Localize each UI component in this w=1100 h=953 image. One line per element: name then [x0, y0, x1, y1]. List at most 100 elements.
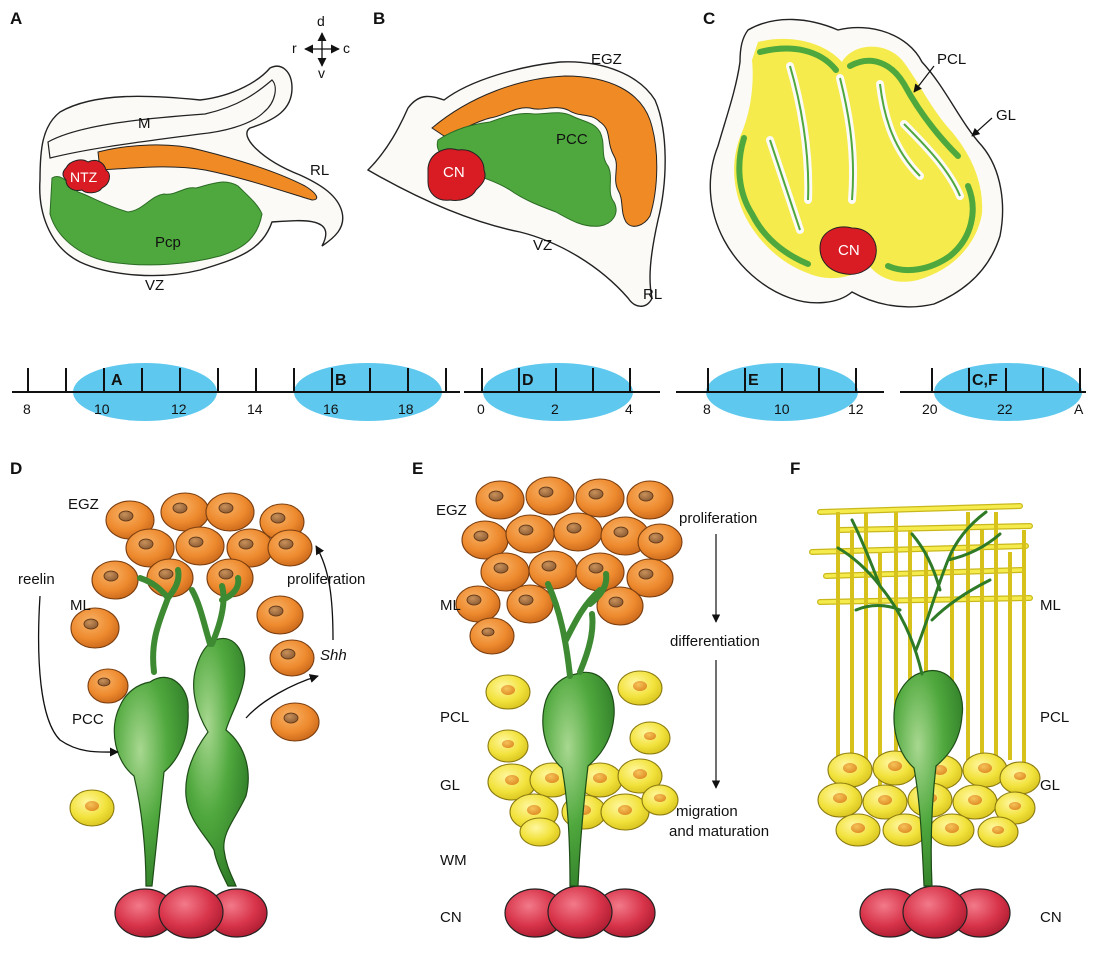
timeline-tick-label: 20: [922, 401, 938, 417]
panel-e-granule-cells: [485, 670, 679, 847]
panel-e-proliferation-label: proliferation: [679, 510, 758, 527]
timeline-tick-label: 8: [703, 401, 711, 417]
panel-e-egz-nuclei: [466, 486, 664, 637]
compass-ventral-label: v: [318, 65, 325, 81]
panel-d-egz-label: EGZ: [68, 496, 99, 513]
panel-e-egz-label: EGZ: [436, 502, 467, 519]
panel-f-cn-label: CN: [1040, 909, 1062, 926]
panel-a-section: [39, 65, 344, 277]
panel-d-proliferation-label: proliferation: [287, 571, 366, 588]
timeline-marker-e: E: [748, 372, 759, 389]
panel-b-pcc-green: [436, 112, 617, 227]
panel-d-shh-arrow: [245, 674, 319, 719]
panel-c-cn-red: [819, 226, 877, 275]
timeline-tick-label: 12: [171, 401, 187, 417]
panel-b-pcc-label: PCC: [556, 131, 588, 148]
panel-b-vz-label: VZ: [533, 237, 553, 254]
panel-e-wm-label: WM: [440, 852, 467, 869]
panel-a-pcp-label: Pcp: [155, 234, 181, 251]
compass-dorsal-label: d: [317, 13, 325, 29]
panel-b-egz-orange: [431, 75, 658, 227]
panel-d-egz-cells: [70, 492, 320, 742]
timeline-tick-label: 10: [774, 401, 790, 417]
panel-f-ascending-axons: [836, 512, 1026, 790]
panel-a-rl-label: RL: [310, 162, 330, 179]
compass-caudal-label: c: [343, 40, 350, 56]
panel-b-cn-label: CN: [443, 164, 465, 181]
panel-d-letter: D: [10, 459, 23, 478]
timeline-tick-label: 0: [477, 401, 485, 417]
timeline-marker-a: A: [111, 372, 123, 389]
panel-e-purkinje-cell: [542, 671, 615, 887]
panel-e-pcl-label: PCL: [440, 709, 470, 726]
panel-d-cn-cells: [114, 885, 268, 939]
panel-b-rl-label: RL: [643, 286, 663, 303]
panel-a-vz-label: VZ: [145, 277, 165, 294]
panel-f-letter: F: [790, 459, 801, 478]
panel-a-ntz-red: [62, 159, 110, 194]
compass: [304, 32, 340, 67]
panel-b-cn-red: [427, 148, 486, 201]
panel-f-pcl-label: PCL: [1040, 709, 1070, 726]
panel-e-ml-label: ML: [440, 597, 461, 614]
panel-d-shh-label: Shh: [320, 647, 347, 664]
panel-e-letter: E: [412, 459, 424, 478]
panel-e-cn-label: CN: [440, 909, 462, 926]
panel-b-section: [366, 61, 666, 307]
panel-d-reelin-label: reelin: [18, 571, 55, 588]
panel-e-migration-label: migration: [676, 803, 738, 820]
timeline-marker-b: B: [335, 372, 347, 389]
panel-e-illustration: [455, 476, 721, 939]
panel-f-illustration: [809, 503, 1041, 939]
timeline-tick-label: 8: [23, 401, 31, 417]
panel-f-purkinje-dendrites: [836, 510, 1002, 676]
timeline-tick-label: 2: [551, 401, 559, 417]
panel-d-illustration: [37, 492, 334, 939]
panel-c-gl-label: GL: [996, 107, 1017, 124]
timeline-ticks: [27, 368, 1081, 392]
timeline-marker-cf: C,F: [972, 372, 998, 389]
timeline-tick-label: 16: [323, 401, 339, 417]
panel-f-cn-cells: [859, 885, 1011, 939]
panel-d-egz-nuclei: [83, 502, 299, 724]
panel-e-purkinje-dendrites: [545, 571, 610, 679]
panel-b-letter: B: [373, 9, 386, 28]
panel-c-gl-pointer: [971, 117, 993, 137]
timeline-tick-label: 10: [94, 401, 110, 417]
panel-d-pcc-label: PCC: [72, 711, 104, 728]
panel-a-mesencephalon: [47, 79, 276, 159]
panel-c-letter: C: [703, 9, 716, 28]
panel-e-gl-label: GL: [440, 777, 461, 794]
panel-f-purkinje-cell: [893, 669, 964, 887]
timeline: [12, 363, 1086, 421]
panel-e-granule-nuclei: [501, 681, 666, 815]
panel-e-egz-cells: [455, 476, 683, 655]
timeline-tick-label: 18: [398, 401, 414, 417]
panel-f-ml-label: ML: [1040, 597, 1061, 614]
panel-c-purkinje-green: [736, 45, 976, 274]
panel-d-purkinje-cells: [113, 567, 249, 887]
panel-a-rhombic-lip-orange: [97, 144, 318, 201]
panel-a-ntz-label: NTZ: [70, 169, 98, 185]
panel-e-cn-cells: [504, 885, 656, 939]
compass-rostral-label: r: [292, 40, 297, 56]
panel-a-letter: A: [10, 9, 23, 28]
panel-c-section: [709, 18, 1004, 308]
panel-d-reelin-arrow: [37, 595, 119, 757]
panel-f-gl-label: GL: [1040, 777, 1061, 794]
panel-e-maturation-label: and maturation: [669, 823, 770, 840]
timeline-tick-label: 12: [848, 401, 864, 417]
timeline-tick-label: A: [1074, 401, 1084, 417]
timeline-marker-d: D: [522, 372, 534, 389]
panel-d-ml-label: ML: [70, 597, 91, 614]
timeline-tick-label: 14: [247, 401, 263, 417]
panel-c-cn-label: CN: [838, 242, 860, 259]
timeline-tick-label: 22: [997, 401, 1013, 417]
panel-b-egz-label: EGZ: [591, 51, 622, 68]
panel-c-pcl-pointer: [913, 65, 935, 93]
panel-d-proliferation-arrow: [315, 545, 334, 641]
panel-a-m-label: M: [138, 115, 151, 132]
panel-e-differentiation-label: differentiation: [670, 633, 760, 650]
